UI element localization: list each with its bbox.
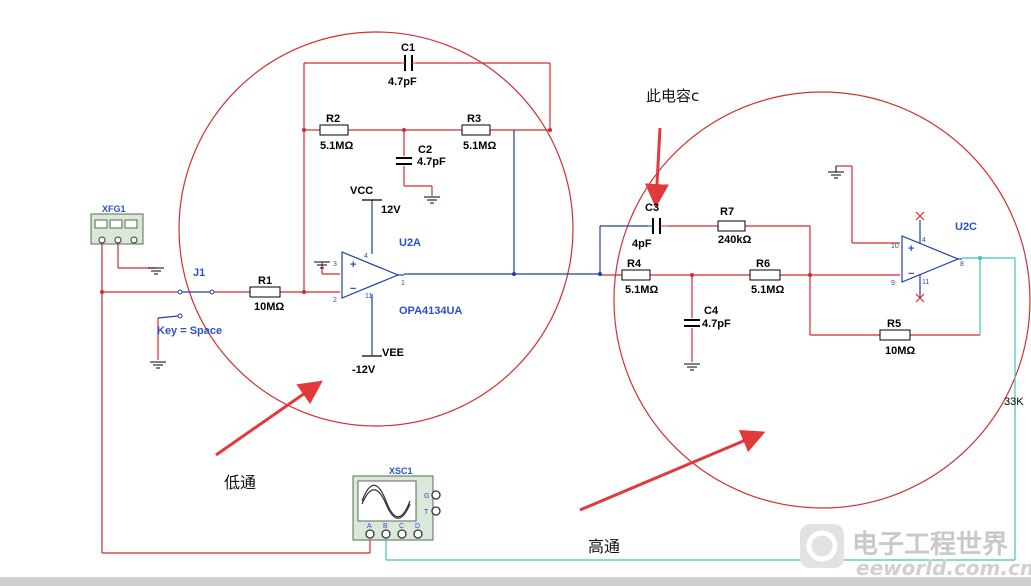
r3-value: 5.1MΩ (463, 140, 496, 152)
scope-label: XSC1 (389, 466, 413, 476)
cyan-wires (385, 257, 1016, 561)
r4-ref: R4 (627, 258, 642, 270)
ground-icon (150, 361, 166, 369)
generator-label: XFG1 (102, 204, 126, 214)
r7-value: 240kΩ (718, 234, 751, 246)
u2c-pin-8: 8 (960, 261, 964, 268)
watermark-en: eeworld.com.cn (856, 556, 1031, 580)
c1-ref: C1 (401, 42, 415, 54)
junction-dot (598, 272, 602, 276)
vee-label: VEE (382, 347, 404, 359)
resistor-r1[interactable] (249, 286, 281, 298)
r5-value: 10MΩ (885, 345, 915, 357)
lowpass-arrow (215, 380, 323, 457)
u2c-pin-11: 11 (922, 279, 929, 286)
resistor-r4[interactable] (621, 269, 651, 281)
r1-ref: R1 (258, 275, 272, 287)
ground-symbols (148, 166, 844, 371)
r2-value: 5.1MΩ (320, 140, 353, 152)
scope-channel-c: C (399, 523, 404, 530)
u2a-pin-2: 2 (333, 297, 337, 304)
resistor-r3[interactable] (461, 124, 491, 136)
resistor-r7[interactable] (717, 220, 746, 232)
resistor-r5[interactable] (879, 329, 911, 341)
r4-value: 5.1MΩ (625, 284, 658, 296)
opamp-u2a[interactable]: + − (341, 251, 400, 299)
capacitor-note: 此电容c (646, 87, 699, 105)
svg-text:+: + (350, 259, 356, 271)
edge-label-33k: 33K (1004, 396, 1024, 408)
oscilloscope[interactable] (352, 475, 441, 541)
switch-j1[interactable] (157, 289, 215, 319)
capacitor-arrow (644, 127, 669, 208)
r5-ref: R5 (887, 318, 901, 330)
junction-dots (100, 128, 812, 294)
r6-value: 5.1MΩ (751, 284, 784, 296)
u2c-pin-4: 4 (922, 237, 926, 244)
r7-ref: R7 (720, 206, 734, 218)
ground-icon (314, 261, 330, 269)
r1-value: 10MΩ (254, 301, 284, 313)
u2c-pin-9: 9 (891, 280, 895, 287)
switch-ref: J1 (193, 267, 205, 279)
scope-channel-d: D (415, 523, 420, 530)
c1-value: 4.7pF (388, 76, 417, 88)
function-generator[interactable] (90, 213, 144, 245)
scope-trigger-t: T (424, 509, 429, 516)
u2a-pin-1: 1 (401, 280, 405, 287)
c2-value: 4.7pF (417, 156, 446, 168)
scope-channel-a: A (367, 523, 372, 530)
junction-dot (512, 272, 516, 276)
resistor-bodies (249, 124, 911, 341)
watermark: 电子工程世界 eeworld.com.cn (800, 524, 1031, 580)
c4-ref: C4 (704, 305, 719, 317)
u2a-pin-3: 3 (333, 261, 337, 268)
resistor-r6[interactable] (749, 269, 781, 281)
no-connect-marks (915, 211, 925, 303)
opamp-u2c[interactable]: + − (901, 235, 960, 283)
switch-key: Key = Space (157, 325, 222, 337)
status-bar (0, 577, 1031, 586)
svg-text:+: + (908, 243, 914, 255)
lowpass-circle (178, 31, 574, 427)
highpass-label: 高通 (588, 537, 620, 556)
watermark-cn: 电子工程世界 (852, 530, 1008, 560)
annotation-arrows (215, 127, 766, 512)
vee-value: -12V (352, 364, 376, 376)
opamp-model: OPA4134UA (399, 305, 462, 317)
vcc-value: 12V (381, 204, 401, 216)
highpass-arrow (579, 429, 766, 512)
lowpass-label: 低通 (224, 473, 256, 492)
resistor-r2[interactable] (319, 124, 349, 136)
highpass-circle (613, 91, 1031, 509)
blue-wires (371, 130, 648, 340)
c3-ref: C3 (645, 202, 659, 214)
scope-channel-b: B (383, 523, 388, 530)
u2c-ref: U2C (955, 221, 977, 233)
c4-value: 4.7pF (702, 318, 731, 330)
u2a-pin-4: 4 (364, 253, 368, 260)
c2-ref: C2 (418, 144, 432, 156)
u2c-pin-10: 10 (891, 243, 899, 250)
junction-dot (978, 256, 982, 260)
u2a-pin-11: 11 (365, 293, 372, 300)
u2a-ref: U2A (399, 237, 421, 249)
svg-text:−: − (908, 268, 914, 280)
vcc-label: VCC (350, 185, 373, 197)
ground-icon (828, 171, 844, 179)
scope-trigger-g: G (424, 493, 429, 500)
c3-value: 4pF (632, 238, 652, 250)
ground-icon (684, 363, 700, 371)
ground-icon (424, 196, 440, 204)
ground-icon (148, 267, 164, 275)
r6-ref: R6 (756, 258, 770, 270)
r2-ref: R2 (326, 113, 340, 125)
svg-text:−: − (350, 283, 356, 295)
r3-ref: R3 (467, 113, 481, 125)
